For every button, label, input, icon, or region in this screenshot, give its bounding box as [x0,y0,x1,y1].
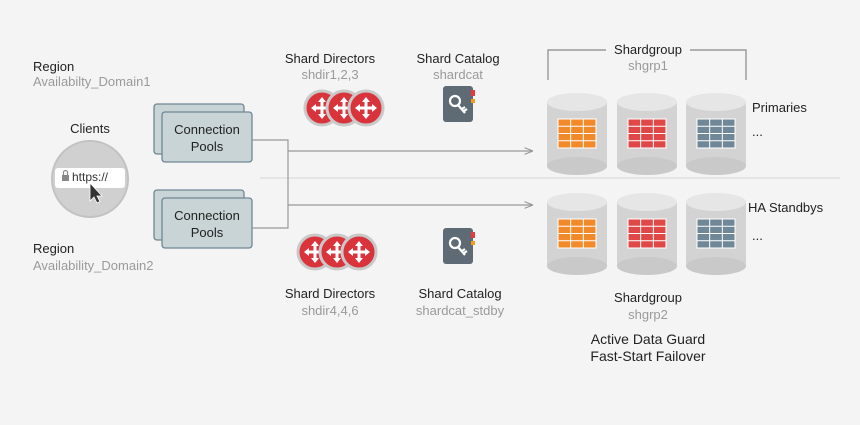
pools-top-line2: Pools [190,139,224,154]
primaries-more: ... [752,124,763,139]
shard-directors-bottom-icons [296,233,378,271]
router-icon [347,89,385,127]
shard-directors-top-title: Shard Directors [284,51,376,66]
table-grid-icon [696,218,736,249]
standbys-more: ... [752,228,763,243]
connection-pools-bottom [153,189,253,249]
shard-catalog-top-title: Shard Catalog [416,51,500,66]
footer-line1: Active Data Guard [590,331,706,347]
connection-pools-top [153,103,253,163]
cursor-icon [89,181,103,204]
shard-directors-bottom-ids: shdir4,4,6 [301,303,359,318]
shardgroup-top-name: shgrp1 [628,58,668,73]
table-grid-icon [557,218,597,249]
primaries-label: Primaries [752,100,807,115]
shard-directors-bottom-title: Shard Directors [284,286,376,301]
table-grid-icon [627,218,667,249]
table-grid-icon [557,118,597,149]
clients-url: https:// [72,170,109,184]
clients-icon [51,140,129,218]
router-icon [340,233,378,271]
shard-catalog-top-name: shardcat [433,67,483,82]
lock-icon [62,169,69,181]
region-domain-bottom: Availability_Domain2 [33,258,154,273]
shard-directors-top-ids: shdir1,2,3 [301,67,359,82]
region-domain-top: Availabilty_Domain1 [33,74,151,89]
pools-bottom-line1: Connection [174,208,240,223]
shardgroup-bottom-title: Shardgroup [614,290,682,305]
catalog-book-icon [441,84,477,124]
shard-catalog-bottom-name: shardcat_stdby [415,303,505,318]
shard-directors-top-icons [303,89,385,127]
footer-line2: Fast-Start Failover [590,348,706,364]
standbys-label: HA Standbys [748,200,824,215]
clients-label: Clients [70,121,110,136]
pools-top-line1: Connection [174,122,240,137]
region-label-top: Region [33,59,75,74]
table-grid-icon [696,118,736,149]
region-label-bottom: Region [33,241,75,256]
shardgroup-top-title: Shardgroup [614,42,682,57]
shardgroup-bottom-name: shgrp2 [628,307,668,322]
table-grid-icon [627,118,667,149]
pools-bottom-line2: Pools [190,225,224,240]
catalog-book-icon [441,226,477,266]
shard-catalog-bottom-title: Shard Catalog [418,286,502,301]
